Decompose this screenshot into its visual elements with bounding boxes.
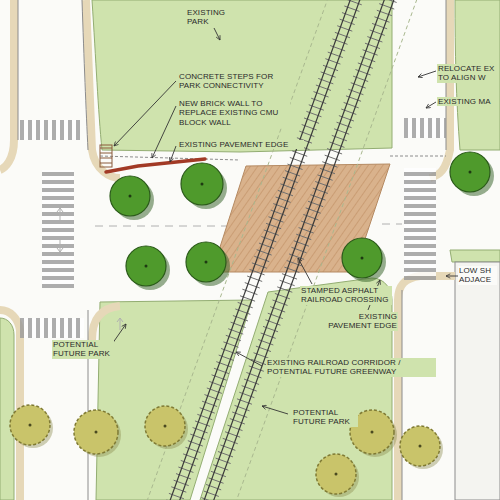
lane-marking — [117, 318, 123, 330]
brick-wall — [100, 145, 112, 167]
tree-canopy — [450, 152, 490, 192]
crosswalk — [20, 120, 80, 140]
tree-canopy — [110, 176, 150, 216]
leader-line — [418, 71, 436, 77]
lane-marking — [95, 226, 228, 227]
brick-wall — [100, 153, 112, 154]
tree-canopy — [316, 454, 356, 494]
callout-label: LOW SH ADJACE — [458, 266, 497, 285]
railroad-track — [142, 0, 421, 500]
tree-canopy — [201, 183, 204, 186]
lane-marking — [382, 224, 402, 225]
road-edge — [88, 310, 89, 500]
tree-canopy — [371, 431, 374, 434]
tree-canopy — [10, 405, 50, 445]
tree-canopy — [145, 406, 185, 446]
tree-canopy — [129, 195, 132, 198]
green-area — [450, 250, 500, 262]
road-edge — [402, 290, 403, 500]
road-edge — [390, 156, 446, 157]
tree-canopy — [342, 238, 382, 278]
callout-label: EXISTING PAVEMENT EDGE — [178, 140, 304, 149]
leader-line — [114, 81, 176, 146]
tree-canopy — [469, 171, 472, 174]
callout-label: CONCRETE STEPS FOR PARK CONNECTIVITY — [178, 72, 288, 91]
leader-line — [110, 28, 458, 414]
road-edge — [18, 0, 446, 500]
callout-label: POTENTIAL FUTURE PARK — [292, 408, 358, 427]
leader-line — [152, 106, 176, 158]
railroad-track — [171, 0, 371, 500]
lane-marking — [57, 208, 63, 220]
leader-line — [426, 102, 436, 108]
callout-label: EXISTING PARK — [186, 8, 238, 27]
sidewalk — [0, 0, 455, 500]
sidewalk — [430, 0, 450, 178]
crosswalk — [42, 170, 74, 288]
crosswalk — [20, 318, 84, 338]
tree-canopy — [419, 445, 422, 448]
tree-canopy — [74, 410, 118, 454]
road-edge — [82, 0, 88, 150]
callout-label: EXISTING MA — [437, 97, 497, 106]
tree-canopy — [186, 242, 226, 282]
leader-line — [236, 352, 262, 366]
brick-wall — [100, 148, 112, 149]
leader-line — [170, 146, 176, 162]
sidewalk — [398, 276, 455, 500]
tree-canopy — [361, 257, 364, 260]
green-area — [455, 262, 500, 500]
leader-line — [446, 276, 458, 277]
road-edge — [100, 156, 240, 160]
callout-label: NEW BRICK WALL TO REPLACE EXISTING CMU B… — [178, 99, 290, 127]
sidewalk — [0, 0, 14, 170]
tree-canopy — [205, 261, 208, 264]
tree-canopy — [95, 431, 98, 434]
tree-canopy — [29, 424, 32, 427]
tree-canopy — [164, 425, 167, 428]
tree-canopy — [126, 246, 166, 286]
sidewalk — [86, 0, 120, 178]
crosswalk — [404, 118, 446, 138]
lane-marking — [57, 240, 63, 252]
tree-canopy — [145, 265, 148, 268]
callout-label: STAMPED ASPHALT RAILROAD CROSSING — [300, 286, 392, 305]
brick-wall — [100, 145, 112, 167]
callout-label: EXISTING RAILROAD CORRIDOR / POTENTIAL F… — [266, 358, 436, 377]
brick-wall — [100, 163, 112, 164]
tree-canopy — [335, 473, 338, 476]
leader-line — [262, 406, 288, 414]
sidewalk — [92, 306, 120, 340]
road-edge — [18, 0, 19, 140]
leader-line — [298, 258, 312, 284]
green-area — [0, 318, 14, 500]
leader-line — [214, 28, 220, 40]
tree-canopy — [400, 426, 440, 466]
callout-label: POTENTIAL FUTURE PARK — [52, 340, 114, 359]
crosswalk — [404, 168, 436, 280]
callout-label: EXISTING PAVEMENT EDGE — [318, 312, 398, 331]
crosswalk — [20, 118, 446, 338]
tree-canopy — [10, 152, 494, 497]
brick-wall — [100, 158, 112, 159]
callout-label: RELOCATE EX TO ALIGN W — [437, 64, 497, 83]
tree-canopy — [181, 163, 223, 205]
sidewalk — [0, 310, 20, 500]
